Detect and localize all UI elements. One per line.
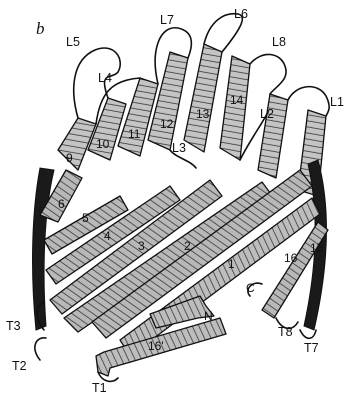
strand-label-14: 14 (230, 93, 244, 107)
turn-label-t1: T1 (92, 381, 107, 394)
loop-label-l1: L1 (330, 95, 344, 109)
strand-label-15: 15 (310, 241, 324, 255)
strand-back-13 (184, 44, 222, 152)
strand-label-1: 1 (228, 257, 235, 271)
turn-label-t3: T3 (6, 319, 21, 333)
loop-label-l8: L8 (272, 35, 286, 49)
strand-back-11 (118, 78, 158, 156)
turn-label-t8: T8 (278, 325, 293, 339)
strand-label-16: 16 (284, 251, 298, 265)
loop-t7 (300, 330, 316, 338)
terminus-label-c: C (246, 281, 255, 295)
strand-label-5: 5 (82, 211, 89, 225)
turn-label-t2: T2 (12, 359, 27, 373)
strand-label-4: 4 (104, 229, 111, 243)
loop-label-l5: L5 (66, 35, 80, 49)
terminus-label-n: N (204, 309, 213, 323)
strand-back-14 (220, 56, 250, 160)
turn-label-t7: T7 (304, 341, 319, 355)
panel-letter: b (36, 19, 45, 38)
loop-label-l4: L4 (98, 71, 112, 85)
strand-label-9: 9 (66, 151, 73, 165)
loop-label-l7: L7 (160, 13, 174, 27)
loop-label-l6: L6 (234, 7, 248, 21)
strand-label-10: 10 (96, 137, 110, 151)
front-strands (40, 170, 328, 376)
strand-label-13: 13 (196, 107, 210, 121)
strand-label-12: 12 (160, 117, 174, 131)
strand-label-3: 3 (138, 239, 145, 253)
loop-label-l3: L3 (172, 141, 186, 155)
loop-label-l2: L2 (260, 107, 274, 121)
strand-label-16-prime: 16' (148, 339, 164, 353)
loop-l8 (250, 54, 286, 94)
strand-label-2: 2 (184, 239, 191, 253)
strand-label-6: 6 (58, 197, 65, 211)
loop-t2 (35, 338, 46, 360)
strand-label-11: 11 (128, 127, 141, 141)
